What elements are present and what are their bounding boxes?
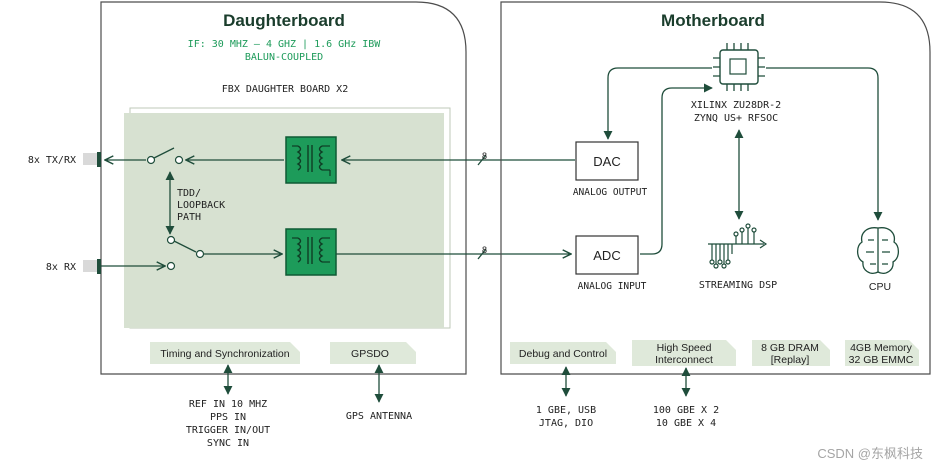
soc-family: ZYNQ US+ RFSOC: [694, 113, 778, 124]
tab-gpsdo: [330, 342, 416, 364]
debug-signal-1: 1 GBE, USB: [536, 405, 596, 416]
tx-rx-connector-pin: [97, 152, 101, 167]
switch-2-throw-a: [166, 261, 176, 271]
rx-connector-pin: [97, 259, 101, 274]
tab-timing-sync: [150, 342, 300, 364]
rx-bus-slash: [477, 248, 487, 260]
rx-balun-transformer: [285, 228, 337, 276]
switch-1-pole: [146, 155, 156, 165]
timing-signal-trigger: TRIGGER IN/OUT: [186, 425, 270, 436]
rx-bus-width: 8: [482, 245, 487, 255]
adc-to-soc-link: [640, 83, 713, 255]
tab-dram-line1: 8 GB DRAM: [761, 342, 819, 354]
switch-2-throw-b: [166, 235, 176, 245]
dsp-label: STREAMING DSP: [699, 280, 777, 291]
switch-label-line3: PATH: [177, 212, 201, 223]
timing-signal-sync: SYNC IN: [207, 438, 249, 449]
tab-dram-line2: [Replay]: [771, 354, 810, 366]
cpu-brain-icon: [856, 227, 900, 274]
tx-bus-width: 8: [482, 151, 487, 161]
daughterboard-title: Daughterboard: [223, 11, 345, 30]
adc-label: ADC: [593, 248, 620, 263]
soc-name: XILINX ZU28DR-2: [691, 100, 781, 111]
tx-rx-connector: [83, 153, 101, 165]
board-panel-front: [124, 113, 444, 328]
tab-dram: [752, 340, 830, 366]
dac-block: [575, 141, 639, 181]
tab-debug-control: [510, 342, 616, 364]
adc-block: [575, 235, 639, 275]
tab-memory-line1: 4GB Memory: [850, 342, 913, 354]
daughterboard-if-spec: IF: 30 MHZ – 4 GHZ | 1.6 GHz IBW: [188, 39, 382, 50]
switch-2-pole: [195, 249, 205, 259]
daughterboard-frame: [100, 1, 467, 375]
tab-gpsdo-label: GPSDO: [351, 348, 389, 360]
timing-signal-pps: PPS IN: [210, 412, 246, 423]
motherboard-section: Motherboard XILINX ZU28DR-2 ZYNQ US+ RFS…: [500, 1, 931, 429]
interconnect-signal-2: 10 GBE X 4: [656, 418, 716, 429]
debug-signal-2: JTAG, DIO: [539, 418, 593, 429]
interconnect-signal-1: 100 GBE X 2: [653, 405, 719, 416]
motherboard-title: Motherboard: [661, 11, 765, 30]
timing-signal-ref: REF IN 10 MHZ: [189, 399, 267, 410]
adc-caption: ANALOG INPUT: [578, 281, 647, 292]
tab-interconnect: [632, 340, 736, 366]
tx-balun-transformer: [285, 136, 337, 184]
rfsoc-chip-icon: [713, 43, 765, 91]
streaming-dsp-icon: [708, 223, 768, 269]
rx-connector: [83, 260, 101, 272]
tab-debug-control-label: Debug and Control: [519, 348, 607, 360]
soc-to-dac-link: [603, 67, 712, 140]
fbx-board-label: FBX DAUGHTER BOARD X2: [222, 84, 348, 95]
switch-1-throw: [174, 155, 184, 165]
rx-port-label: 8x RX: [46, 262, 76, 273]
tab-interconnect-line2: Interconnect: [655, 354, 713, 366]
tx-rx-port-label: 8x TX/RX: [28, 155, 76, 166]
tab-interconnect-line1: High Speed: [657, 342, 712, 354]
tab-memory-line2: 32 GB EMMC: [849, 354, 914, 366]
switch-label-line1: TDD/: [177, 188, 201, 199]
daughterboard-section: Daughterboard IF: 30 MHZ – 4 GHZ | 1.6 G…: [28, 1, 467, 449]
switch-1-blade: [153, 147, 175, 159]
switch-2-blade: [173, 240, 197, 253]
dac-label: DAC: [593, 154, 620, 169]
dac-caption: ANALOG OUTPUT: [573, 187, 648, 198]
watermark: CSDN @东枫科技: [817, 446, 923, 461]
tx-bus-slash: [477, 154, 487, 166]
motherboard-frame: [500, 1, 931, 375]
cpu-label: CPU: [869, 281, 891, 293]
tab-memory: [845, 340, 919, 366]
gps-antenna-label: GPS ANTENNA: [346, 411, 412, 422]
switch-label-line2: LOOPBACK: [177, 200, 225, 211]
daughterboard-coupling: BALUN-COUPLED: [245, 52, 323, 63]
soc-to-cpu-link: [766, 67, 883, 221]
tab-timing-sync-label: Timing and Synchronization: [160, 348, 289, 360]
